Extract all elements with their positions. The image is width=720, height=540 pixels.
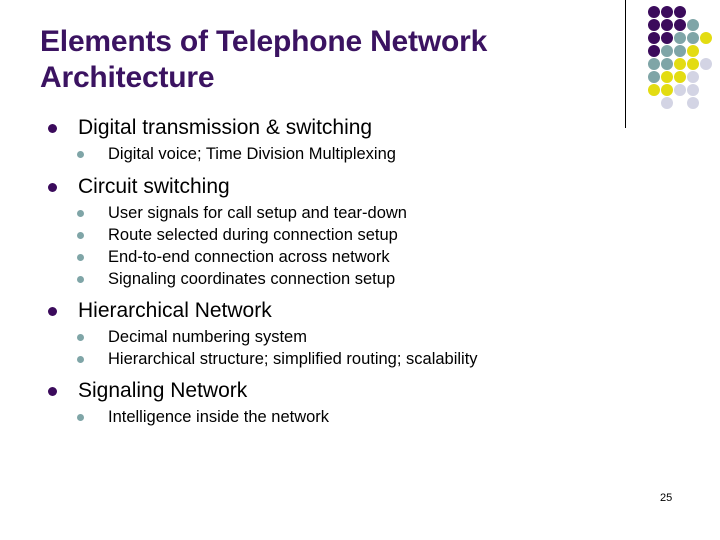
outline-item-level2: Hierarchical structure; simplified routi… <box>40 348 640 370</box>
decoration-dot <box>674 6 686 18</box>
decoration-dot <box>687 97 699 109</box>
outline-item-level2: Decimal numbering system <box>40 326 640 348</box>
bullet-icon <box>77 151 84 158</box>
outline-item-level2-label: User signals for call setup and tear-dow… <box>108 204 407 222</box>
decoration-dot <box>648 19 660 31</box>
header-divider-rule <box>625 0 626 128</box>
decoration-dot <box>648 6 660 18</box>
decoration-dot <box>661 45 673 57</box>
decoration-dot <box>674 84 686 96</box>
decoration-dot <box>674 71 686 83</box>
bullet-icon <box>77 334 84 341</box>
bullet-icon <box>77 276 84 283</box>
outline-item-level2-label: Hierarchical structure; simplified routi… <box>108 350 478 368</box>
decoration-dot <box>674 32 686 44</box>
decoration-dot <box>661 84 673 96</box>
outline-item-level2: End-to-end connection across network <box>40 246 640 268</box>
decoration-dot <box>648 71 660 83</box>
decoration-dot <box>661 58 673 70</box>
bullet-icon <box>48 387 57 396</box>
outline-item-level1-label: Circuit switching <box>78 175 230 198</box>
bullet-icon <box>48 307 57 316</box>
outline-item-level1-label: Hierarchical Network <box>78 299 272 322</box>
decoration-dot <box>687 58 699 70</box>
bullet-icon <box>77 414 84 421</box>
bullet-icon <box>48 183 57 192</box>
outline-item-level2-label: Intelligence inside the network <box>108 408 330 426</box>
outline-item-level2: Route selected during connection setup <box>40 224 640 246</box>
decoration-dot <box>687 19 699 31</box>
outline-item-level2: User signals for call setup and tear-dow… <box>40 202 640 224</box>
decoration-dot <box>687 84 699 96</box>
outline-item-level2-label: Digital voice; Time Division Multiplexin… <box>108 145 396 163</box>
decoration-dot <box>661 19 673 31</box>
outline-item-level2-label: Route selected during connection setup <box>108 226 398 244</box>
outline-item-level2: Signaling coordinates connection setup <box>40 268 640 290</box>
bullet-icon <box>77 232 84 239</box>
decoration-dot <box>674 58 686 70</box>
bullet-icon <box>77 356 84 363</box>
decoration-dot <box>661 32 673 44</box>
outline-item-level2-label: Signaling coordinates connection setup <box>108 270 396 288</box>
decoration-dot <box>687 45 699 57</box>
decoration-dot <box>674 45 686 57</box>
outline-item-level2: Digital voice; Time Division Multiplexin… <box>40 143 640 165</box>
outline-item-level1: Digital transmission & switching <box>40 114 640 141</box>
decoration-dot <box>687 32 699 44</box>
outline-item-level1-label: Signaling Network <box>78 379 248 402</box>
decoration-dot <box>648 32 660 44</box>
slide-number: 25 <box>660 492 673 504</box>
bullet-icon <box>77 210 84 217</box>
outline-item-level1: Signaling Network <box>40 377 640 404</box>
decoration-dot <box>661 97 673 109</box>
slide-title: Elements of Telephone Network Architectu… <box>40 25 488 94</box>
decoration-dot <box>648 84 660 96</box>
decoration-dot <box>661 71 673 83</box>
decoration-dot <box>674 19 686 31</box>
outline-item-level2: Intelligence inside the network <box>40 406 640 428</box>
outline-item-level2-label: Decimal numbering system <box>108 328 307 346</box>
decoration-dot <box>687 71 699 83</box>
bullet-icon <box>77 254 84 261</box>
decoration-dot <box>661 6 673 18</box>
bullet-icon <box>48 124 57 133</box>
decoration-dot <box>648 45 660 57</box>
outline-item-level2-label: End-to-end connection across network <box>108 248 390 266</box>
decoration-dot <box>700 32 712 44</box>
dot-grid-decoration <box>648 6 720 130</box>
decoration-dot <box>700 58 712 70</box>
outline-item-level1-label: Digital transmission & switching <box>78 116 373 139</box>
outline-item-level1: Circuit switching <box>40 173 640 200</box>
outline-item-level1: Hierarchical Network <box>40 297 640 324</box>
decoration-dot <box>648 58 660 70</box>
